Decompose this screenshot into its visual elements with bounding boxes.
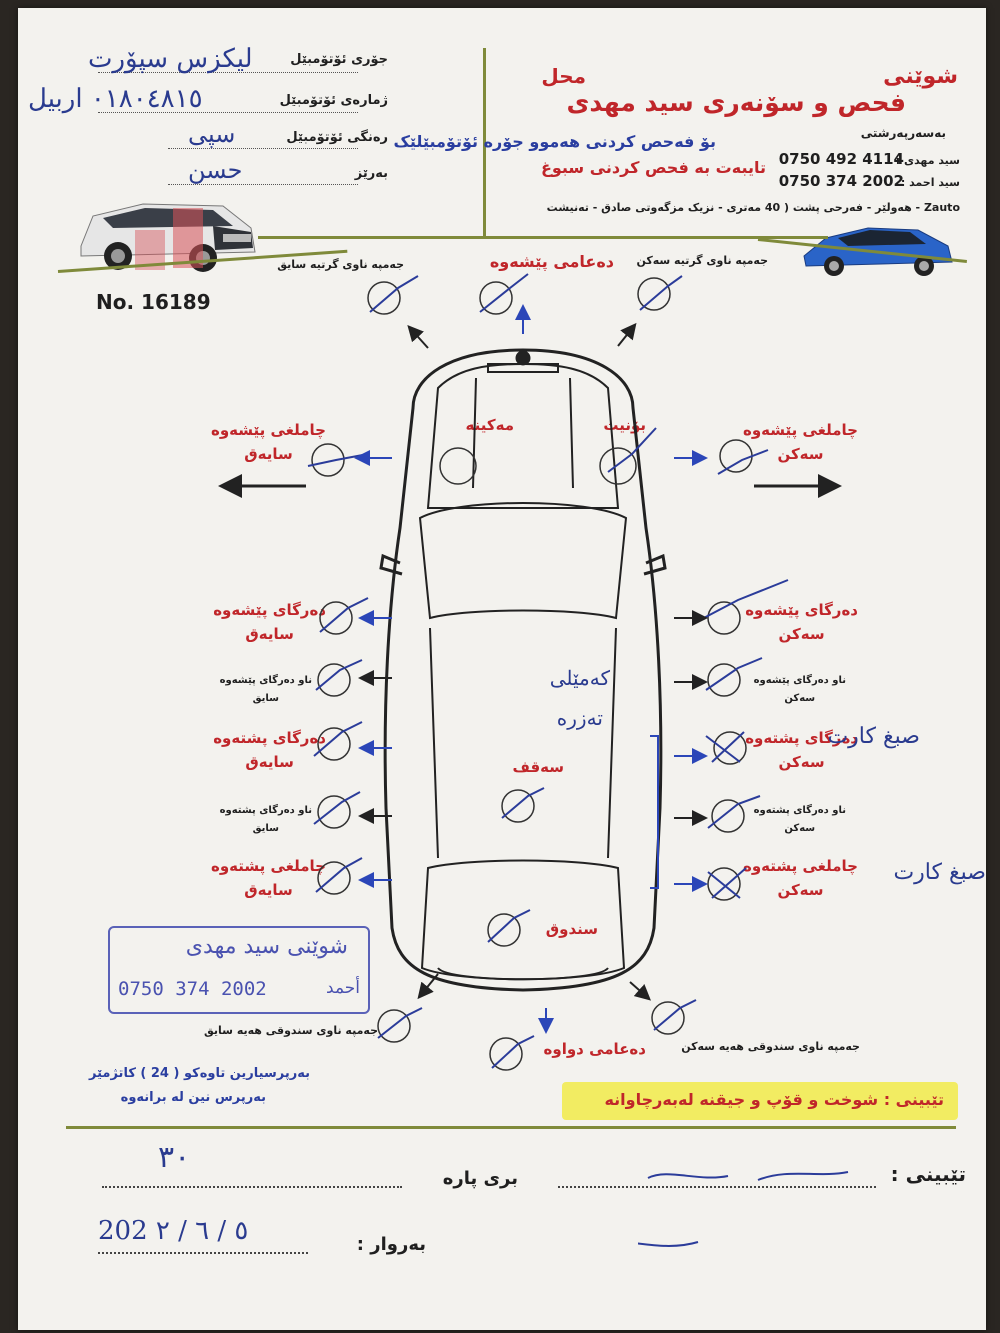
- date-line: [98, 1252, 308, 1254]
- note-banner: تێبینی : شوخت و قۆپ و جیقنە لەبەرچاوانە: [562, 1082, 958, 1120]
- contact-phone-1: 0750 492 4114: [778, 150, 904, 168]
- amount-line: [102, 1186, 402, 1188]
- date-value: 202 ٥ / ٦ / ٢: [98, 1216, 249, 1246]
- signature-scribbles: [638, 1171, 849, 1247]
- field-value-car-number: ٠١٨٠٤٨١٥ اربيل: [28, 84, 203, 114]
- shop-stamp: شوێنی سید مهدی 0750 374 2002 أحمد: [108, 926, 370, 1014]
- shop-name-part2: محل: [541, 64, 586, 88]
- field-value-car-type: لیکزس سپۆرت: [88, 44, 253, 74]
- date-label: بەروار :: [356, 1234, 426, 1255]
- label-rear-bumper: دەعامی دواوە: [543, 1040, 646, 1058]
- label-top-right: جەمپە ناوی گرتیە سەکن: [636, 254, 768, 267]
- stamp-phone: 0750 374 2002: [118, 978, 267, 1000]
- amount-value: ٣٠: [158, 1140, 191, 1175]
- address: Zauto - هەولێر - فەرحی پشت ( 40 مەتری - …: [546, 201, 960, 214]
- field-label-car-number: ژمارەی ئۆتۆمبێل: [279, 93, 388, 108]
- footer-divider: [66, 1126, 956, 1129]
- form-number: No. 16189: [96, 290, 211, 314]
- shop-name-main: فحص و سۆنەری سید مهدی: [566, 88, 906, 117]
- field-line-customer: [168, 184, 358, 185]
- note-label: تێبینی :: [890, 1162, 966, 1186]
- white-car-image: [80, 203, 256, 272]
- managed-by: بەسەرپەرشتی: [860, 126, 946, 140]
- label-bottom-left: جەمپە ناوی سندوقی هەیە سایق: [204, 1024, 378, 1037]
- amount-label: بری پارە: [442, 1168, 518, 1189]
- field-line-car-type: [98, 72, 358, 73]
- header-divider: [483, 48, 486, 238]
- car-diagram: [218, 273, 842, 1071]
- contact-name-1: سید مهدی :: [895, 154, 960, 167]
- contact-name-2: سید احمد :: [900, 176, 960, 189]
- field-value-car-color: سپی: [188, 120, 236, 148]
- field-label-car-color: رەنگی ئۆتۆمبێل: [286, 130, 388, 145]
- inspection-form: جۆری ئۆتۆمبێل ژمارەی ئۆتۆمبێل رەنگی ئۆتۆ…: [18, 8, 986, 1330]
- specialty: تایبەت بە فحص کردنی سبوغ: [540, 158, 766, 177]
- field-label-car-type: جۆری ئۆتۆمبێل: [290, 52, 388, 67]
- label-front-bumper: دەعامی پێشەوە: [489, 252, 614, 271]
- not-responsible-note: بەرپرس نین لە برانەوە: [120, 1090, 266, 1105]
- label-bottom-right: جەمپە ناوی سندوقی هەیە سەکن: [681, 1040, 860, 1053]
- field-value-customer: حسن: [188, 156, 243, 184]
- contact-phone-2: 0750 374 2002: [778, 172, 904, 190]
- field-line-car-number: [98, 112, 358, 113]
- responsibility-note: بەرپرسیارین تاوەکو ( 24 ) کاتژمێر: [89, 1066, 310, 1081]
- car-outline: [379, 348, 667, 992]
- field-line-car-color: [168, 148, 358, 149]
- stamp-person: أحمد: [326, 978, 360, 998]
- label-roof: سەقف: [512, 758, 564, 776]
- subtitle: بۆ فەحص کردنی هەموو جۆرە ئۆتۆمبێلێک: [393, 132, 716, 151]
- field-label-customer: بەرێز: [354, 166, 388, 181]
- header-line-middle: [258, 236, 828, 239]
- label-trunk: سندوق: [545, 920, 598, 938]
- label-engine: مەکینە: [465, 416, 514, 434]
- shop-name-part1: شوێنی: [883, 64, 958, 89]
- handwritten-paint-note-1: صبغ کارت: [827, 724, 920, 749]
- note-line: [558, 1186, 876, 1188]
- stamp-name: شوێنی سید مهدی: [185, 934, 348, 959]
- handwritten-paint-note-2: صبغ کارت: [893, 860, 986, 885]
- label-top-left: جەمپە ناوی گرتیە سایق: [277, 258, 404, 271]
